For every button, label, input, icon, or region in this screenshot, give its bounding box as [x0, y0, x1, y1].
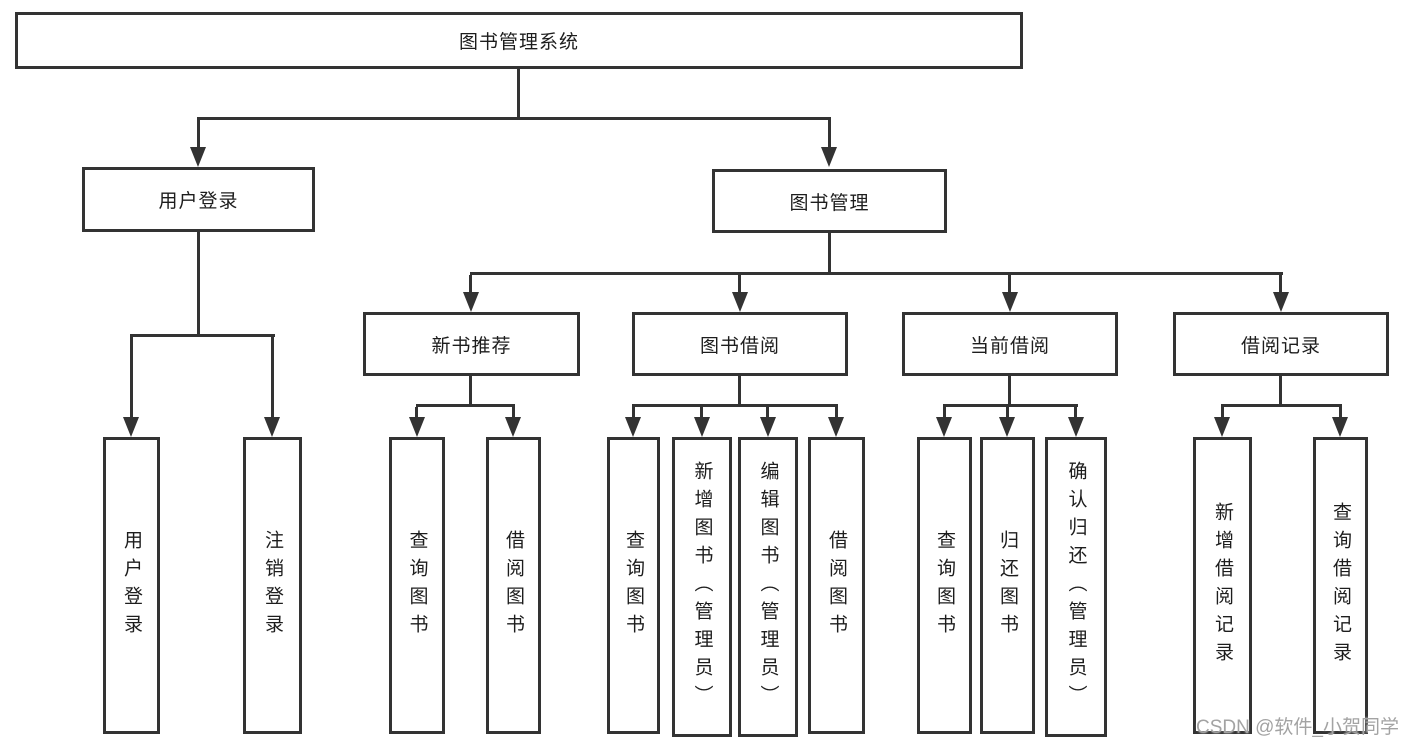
connector-line [416, 404, 515, 407]
node-label: 查询图书 [623, 529, 644, 642]
arrowhead-icon [999, 417, 1015, 437]
leaf-logout: 注销登录 [243, 437, 302, 734]
node-label: 图书借阅 [699, 335, 780, 357]
node-label: 查询借阅记录 [1330, 501, 1351, 670]
connector-line [700, 407, 703, 419]
connector-line [1008, 376, 1011, 404]
connector-line [766, 407, 769, 419]
leaf-confirm-return-admin: 确认归还（管理员） [1045, 437, 1107, 737]
node-label: 当前借阅 [969, 335, 1050, 357]
node-label: 查询图书 [934, 529, 955, 642]
arrowhead-icon [1273, 292, 1289, 312]
arrowhead-icon [264, 417, 280, 437]
arrowhead-icon [123, 417, 139, 437]
leaf-add-borrow-record: 新增借阅记录 [1193, 437, 1252, 734]
leaf-edit-book-admin: 编辑图书（管理员） [738, 437, 798, 737]
node-label: 借阅图书 [503, 529, 524, 642]
arrowhead-icon [760, 417, 776, 437]
arrowhead-icon [732, 292, 748, 312]
connector-line [632, 407, 635, 419]
connector-line [1279, 376, 1282, 404]
leaf-query-books-borrowing: 查询图书 [607, 437, 660, 734]
connector-line [130, 337, 133, 418]
connector-line [1006, 407, 1009, 419]
arrowhead-icon [828, 417, 844, 437]
connector-line [197, 120, 200, 149]
connector-line [632, 404, 838, 407]
arrowhead-icon [1068, 417, 1084, 437]
connector-line [943, 404, 1078, 407]
connector-line [197, 232, 200, 334]
node-label: 图书管理 [789, 192, 870, 214]
arrowhead-icon [694, 417, 710, 437]
node-label: 借阅图书 [826, 529, 847, 642]
node-label: 图书管理系统 [458, 32, 579, 53]
connector-line [470, 272, 1283, 275]
node-label: 用户登录 [158, 191, 239, 212]
node-user-login: 用户登录 [82, 167, 315, 232]
connector-line [415, 407, 418, 419]
leaf-query-books-current: 查询图书 [917, 437, 972, 734]
arrowhead-icon [409, 417, 425, 437]
connector-line [469, 376, 472, 404]
connector-line [1074, 407, 1077, 419]
node-book-management: 图书管理 [712, 169, 947, 233]
node-label: 查询图书 [406, 529, 428, 642]
arrowhead-icon [1332, 417, 1348, 437]
node-current-borrowing: 当前借阅 [902, 312, 1118, 376]
arrowhead-icon [1214, 417, 1230, 437]
connector-line [517, 69, 520, 117]
arrowhead-icon [463, 292, 479, 312]
leaf-query-borrow-record: 查询借阅记录 [1313, 437, 1368, 734]
connector-line [1221, 404, 1342, 407]
connector-line [828, 120, 831, 149]
connector-line [1008, 275, 1011, 294]
leaf-borrow-books-borrowing: 借阅图书 [808, 437, 865, 734]
connector-line [130, 334, 275, 337]
arrowhead-icon [1002, 292, 1018, 312]
leaf-query-books-recommend: 查询图书 [389, 437, 445, 734]
connector-line [512, 407, 515, 419]
leaf-user-login: 用户登录 [103, 437, 160, 734]
connector-line [835, 407, 838, 419]
node-label: 注销登录 [262, 529, 283, 642]
connector-line [738, 275, 741, 294]
connector-line [943, 407, 946, 419]
node-book-borrowing: 图书借阅 [632, 312, 848, 376]
node-label: 编辑图书（管理员） [757, 461, 779, 713]
node-label: 用户登录 [121, 529, 142, 642]
arrowhead-icon [190, 147, 206, 167]
node-label: 新书推荐 [431, 335, 512, 357]
csdn-watermark: CSDN @软件_小贺同学 [1196, 717, 1399, 738]
arrowhead-icon [936, 417, 952, 437]
connector-line [1339, 407, 1342, 419]
connector-line [271, 337, 274, 418]
arrowhead-icon [625, 417, 641, 437]
connector-line [197, 117, 831, 120]
arrowhead-icon [821, 147, 837, 167]
connector-line [828, 233, 831, 272]
connector-line [738, 376, 741, 404]
leaf-add-book-admin: 新增图书（管理员） [672, 437, 732, 737]
node-label: 确认归还（管理员） [1065, 461, 1087, 713]
leaf-borrow-books-recommend: 借阅图书 [486, 437, 541, 734]
node-label: 借阅记录 [1240, 335, 1321, 357]
connector-line [1279, 275, 1282, 294]
node-label: 新增图书（管理员） [691, 461, 713, 713]
node-new-book-recommend: 新书推荐 [363, 312, 580, 376]
connector-line [1221, 407, 1224, 419]
node-label: 归还图书 [997, 529, 1018, 642]
connector-line [469, 275, 472, 294]
node-label: 新增借阅记录 [1212, 501, 1233, 670]
leaf-return-book: 归还图书 [980, 437, 1035, 734]
arrowhead-icon [505, 417, 521, 437]
node-borrowing-records: 借阅记录 [1173, 312, 1389, 376]
node-library-management-system: 图书管理系统 [15, 12, 1023, 69]
